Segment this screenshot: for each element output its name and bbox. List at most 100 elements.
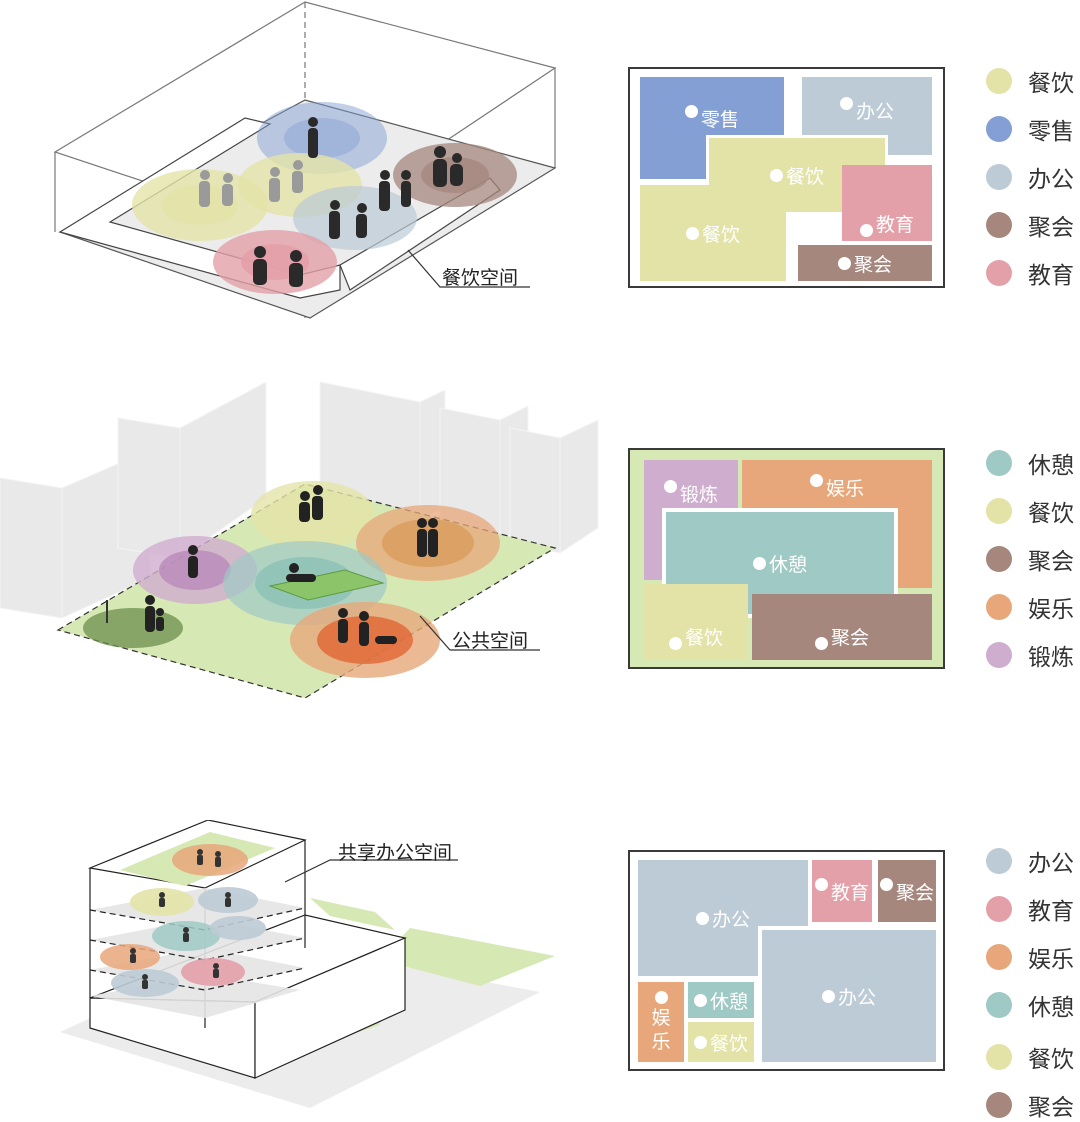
legend-color-swatch (986, 68, 1012, 94)
legend-label: 零售 (1028, 119, 1074, 145)
legend-color-swatch (986, 944, 1012, 970)
plan-block-label: 休憩 (768, 553, 807, 576)
legend-item: 娱乐 (986, 592, 1074, 623)
legend-item: 休憩 (986, 990, 1074, 1021)
plan-dot (814, 878, 828, 891)
legend-item: 教育 (986, 258, 1074, 289)
plan-dining: 零售 办公 餐饮 教育 餐饮 聚会 (628, 67, 945, 288)
plan-block-education: 教育 (842, 165, 932, 241)
legend-label: 教育 (1028, 899, 1074, 925)
plan-block-label: 聚会 (895, 882, 934, 904)
callout-shared-office-space: 共享办公空间 (338, 842, 453, 864)
iso-dining-space-illustration (53, 1, 557, 319)
legend-label: 聚会 (1028, 549, 1074, 575)
plan-dot (809, 474, 823, 487)
people-silhouettes (253, 117, 463, 287)
plan-block-gathering: 聚会 (798, 245, 932, 281)
legend-label: 餐饮 (1028, 71, 1074, 97)
plan-dot (859, 224, 873, 237)
legend-color-swatch (986, 594, 1012, 620)
plan-dot (684, 105, 698, 118)
legend-item: 办公 (986, 162, 1074, 193)
callout-dining-space: 餐饮空间 (442, 267, 519, 289)
people-silhouettes (145, 485, 438, 646)
legend-item: 锻炼 (986, 640, 1074, 671)
plan-public: 锻炼 娱乐 休憩 餐饮 聚会 (628, 448, 945, 669)
legend-color-swatch (986, 164, 1012, 190)
plan-dot (752, 556, 766, 570)
plan-block-label: 零售 (700, 109, 739, 131)
plan-block-entertainment: 娱 乐 (638, 982, 684, 1062)
iso-public-space-illustration (0, 381, 599, 699)
legend-color-swatch (986, 896, 1012, 922)
plan-block-label: 办公 (837, 986, 876, 1009)
legend-item: 餐饮 (986, 496, 1074, 527)
legend-label: 聚会 (1028, 215, 1074, 241)
legend-label: 娱乐 (1028, 597, 1074, 623)
legend-label: 餐饮 (1028, 501, 1074, 527)
plan-block-label: 教育 (875, 214, 914, 236)
plan-block-dining: 餐饮 (688, 1022, 754, 1062)
plan-block-label: 休憩 (709, 990, 748, 1013)
plan-dot (693, 1035, 707, 1049)
plan-block-label: 办公 (711, 908, 750, 931)
legend-item: 聚会 (986, 544, 1074, 575)
plan-block-rest: 休憩 (688, 982, 754, 1018)
legend-item: 教育 (986, 894, 1074, 925)
plan-block-label-line-2: 乐 (651, 1030, 671, 1053)
plan-dot (685, 226, 699, 240)
plan-block-label-line-1: 娱 (651, 1006, 671, 1029)
plan-block-gathering: 聚会 (878, 860, 936, 922)
people-silhouettes (130, 849, 231, 989)
legend-label: 休憩 (1028, 453, 1074, 479)
plan-dot (695, 911, 709, 925)
plan-block-label: 聚会 (830, 627, 869, 649)
plan-block-label: 办公 (855, 101, 894, 123)
legend-color-swatch (986, 1092, 1012, 1118)
plan-block-label: 教育 (830, 882, 869, 904)
legend-color-swatch (986, 1044, 1012, 1070)
legend-item: 办公 (986, 846, 1074, 877)
legend-label: 餐饮 (1028, 1047, 1074, 1073)
plan-dot (879, 878, 893, 891)
plan-block-label: 餐饮 (701, 223, 740, 246)
legend-item: 餐饮 (986, 66, 1074, 97)
legend-label: 娱乐 (1028, 947, 1074, 973)
plan-block-label: 锻炼 (679, 484, 718, 506)
plan-dot (668, 637, 682, 650)
legend-label: 聚会 (1028, 1095, 1074, 1121)
plan-dot (663, 480, 677, 493)
plan-block-dining-left: 餐饮 (640, 185, 786, 281)
legend-color-swatch (986, 450, 1012, 476)
legend-color-swatch (986, 848, 1012, 874)
plan-dot (693, 993, 707, 1007)
plan-block-label: 餐饮 (709, 1032, 748, 1055)
legend-label: 锻炼 (1028, 645, 1074, 671)
plan-block-gathering: 聚会 (752, 594, 932, 660)
iso-shared-office-illustration (60, 820, 555, 1108)
legend-label: 办公 (1028, 167, 1074, 193)
legend-label: 休憩 (1028, 995, 1074, 1021)
plan-block-label: 餐饮 (684, 627, 723, 649)
legend-label: 办公 (1028, 851, 1074, 877)
callout-public-space: 公共空间 (452, 630, 529, 652)
plan-block-dining: 餐饮 (644, 584, 748, 660)
legend-color-swatch (986, 498, 1012, 524)
plan-block-education: 教育 (812, 860, 872, 922)
plan-block-label: 聚会 (853, 253, 892, 276)
legend-item: 休憩 (986, 448, 1074, 479)
plan-dot (821, 989, 835, 1003)
plan-dot (839, 97, 853, 110)
plan-dot (769, 168, 783, 182)
legend-label: 教育 (1028, 263, 1074, 289)
people-silhouettes-grey (199, 160, 303, 207)
legend-item: 零售 (986, 114, 1074, 145)
legend-color-swatch (986, 116, 1012, 142)
plan-block-label: 餐饮 (785, 165, 824, 188)
plan-dot (837, 256, 851, 270)
plan-shared-office: 办公 教育 聚会 办公 娱 乐 休憩 餐饮 (628, 850, 945, 1071)
legend-color-swatch (986, 546, 1012, 572)
plan-block-office-right: 办公 (758, 926, 936, 1062)
legend-item: 娱乐 (986, 942, 1074, 973)
legend-color-swatch (986, 992, 1012, 1018)
